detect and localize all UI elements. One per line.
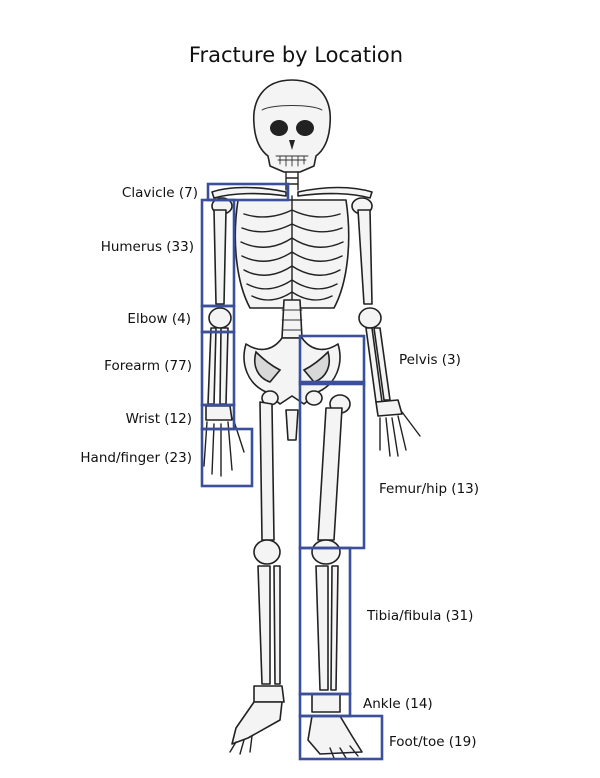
pelvis-bone <box>243 337 341 441</box>
left-arm-bones <box>203 197 245 477</box>
label-foot-toe: Foot/toe (19) <box>389 734 477 750</box>
hand-finger-box <box>200 427 254 488</box>
label-pelvis: Pelvis (3) <box>399 352 461 368</box>
diagram-title: Fracture by Location <box>189 43 403 67</box>
left-leg-bones <box>229 401 285 755</box>
foot-toe-box <box>298 714 384 761</box>
region-labels: Clavicle (7) Humerus (33) Elbow (4) Fore… <box>80 185 479 750</box>
label-wrist: Wrist (12) <box>126 411 192 427</box>
rib-cage <box>234 195 350 309</box>
label-ankle: Ankle (14) <box>363 696 433 712</box>
label-humerus: Humerus (33) <box>101 239 194 255</box>
skeleton-illustration <box>203 79 421 759</box>
label-elbow: Elbow (4) <box>127 311 191 327</box>
skull <box>252 79 332 173</box>
label-tibia-fibula: Tibia/fibula (31) <box>366 608 473 624</box>
right-arm-bones <box>351 197 421 457</box>
clavicle-box <box>206 182 290 202</box>
pelvis-box <box>298 334 366 386</box>
label-forearm: Forearm (77) <box>104 358 192 374</box>
right-leg-bones <box>307 394 363 759</box>
label-femur-hip: Femur/hip (13) <box>379 481 479 497</box>
label-clavicle: Clavicle (7) <box>122 185 198 201</box>
region-boxes <box>200 182 384 761</box>
forearm-box <box>200 330 236 407</box>
label-hand-finger: Hand/finger (23) <box>80 450 192 466</box>
